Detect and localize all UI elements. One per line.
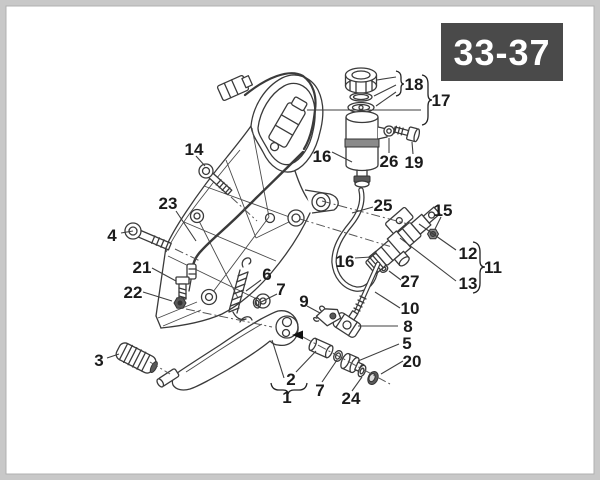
leader-16a bbox=[331, 151, 353, 163]
bolt-14 bbox=[198, 163, 233, 196]
brake-light-switch bbox=[313, 305, 342, 327]
callout-label-6: 6 bbox=[262, 265, 271, 284]
leader-5 bbox=[357, 343, 400, 362]
callout-label-25: 25 bbox=[374, 196, 393, 215]
leader-3 bbox=[106, 353, 120, 359]
o-ring-7a bbox=[252, 297, 262, 309]
callout-label-2: 2 bbox=[286, 370, 295, 389]
brace-17 bbox=[421, 74, 433, 126]
leader-14 bbox=[195, 155, 206, 167]
switch-wire bbox=[216, 72, 317, 151]
callout-label-15: 15 bbox=[434, 201, 453, 220]
leader-10 bbox=[374, 291, 401, 309]
callout-label-5: 5 bbox=[402, 334, 411, 353]
callout-label-9: 9 bbox=[299, 292, 308, 311]
callout-label-14: 14 bbox=[185, 140, 204, 159]
reservoir-mounted bbox=[268, 96, 308, 152]
callout-label-4: 4 bbox=[107, 226, 117, 245]
callout-label-12: 12 bbox=[459, 244, 478, 263]
washer-26 bbox=[383, 125, 395, 137]
bolt-4 bbox=[124, 222, 172, 251]
callout-label-21: 21 bbox=[133, 258, 152, 277]
axis-arrow-icon bbox=[292, 330, 303, 340]
washer-24 bbox=[357, 364, 367, 378]
leader-9 bbox=[306, 305, 321, 314]
callout-label-17: 17 bbox=[432, 91, 451, 110]
callout-label-11: 11 bbox=[484, 258, 502, 277]
nut-20 bbox=[367, 370, 379, 386]
callout-label-10: 10 bbox=[401, 299, 420, 318]
reservoir-body bbox=[344, 110, 388, 188]
centerlines bbox=[149, 196, 409, 385]
callout-label-23: 23 bbox=[159, 194, 178, 213]
page-range-badge: 33-37 bbox=[441, 23, 563, 81]
leader-22 bbox=[142, 291, 173, 302]
pedal-pin bbox=[156, 368, 180, 388]
callout-label-18: 18 bbox=[405, 75, 424, 94]
callout-label-22: 22 bbox=[124, 283, 143, 302]
leader-1 bbox=[271, 339, 285, 379]
callout-label-24: 24 bbox=[342, 389, 361, 408]
brace-1 bbox=[270, 382, 308, 395]
brace-11 bbox=[472, 241, 486, 294]
leader-18 bbox=[373, 76, 397, 107]
brake-pedal bbox=[156, 310, 299, 391]
bolt-19 bbox=[393, 125, 421, 143]
leader-21 bbox=[151, 267, 177, 282]
page-range-label: 33-37 bbox=[453, 32, 550, 73]
callout-label-13: 13 bbox=[459, 274, 478, 293]
leader-23 bbox=[175, 210, 197, 242]
callout-label-20: 20 bbox=[403, 352, 422, 371]
callout-labels: 1 2 3 4 5 6 7 7 8 9 10 11 12 13 14 15 16… bbox=[94, 75, 502, 408]
callout-label-1: 1 bbox=[282, 388, 291, 407]
push-rod bbox=[353, 261, 381, 316]
callout-leaders bbox=[106, 70, 486, 395]
leader-7b bbox=[321, 359, 338, 383]
callout-label-16b: 16 bbox=[336, 252, 355, 271]
leader-6 bbox=[245, 279, 262, 292]
leader-27 bbox=[388, 270, 402, 281]
callout-label-19: 19 bbox=[405, 153, 424, 172]
callout-label-7a: 7 bbox=[276, 280, 285, 299]
leader-25 bbox=[351, 206, 374, 214]
return-spring bbox=[228, 257, 252, 321]
mount-boss bbox=[311, 192, 331, 212]
callout-label-26: 26 bbox=[380, 152, 399, 171]
brace-18 bbox=[395, 70, 405, 97]
nut-22 bbox=[173, 297, 187, 309]
hose-guide-cable bbox=[186, 150, 305, 292]
leader-16b bbox=[354, 256, 372, 259]
callout-label-3: 3 bbox=[94, 351, 103, 370]
callout-label-8: 8 bbox=[403, 317, 412, 336]
reservoir-cap bbox=[344, 67, 378, 94]
master-cylinder bbox=[365, 206, 441, 275]
leader-4 bbox=[120, 230, 134, 234]
leader-13 bbox=[399, 237, 457, 282]
leader-15 bbox=[434, 216, 442, 230]
reservoir-ring bbox=[349, 92, 373, 102]
footpeg-rubber bbox=[115, 342, 158, 374]
callout-label-27: 27 bbox=[401, 272, 420, 291]
callout-label-7b: 7 bbox=[315, 381, 324, 400]
leader-7a bbox=[260, 293, 278, 303]
leader-2 bbox=[295, 350, 317, 373]
wire-connector bbox=[216, 74, 254, 102]
leader-12 bbox=[418, 223, 457, 251]
leader-20 bbox=[380, 360, 404, 375]
leader-19 bbox=[411, 141, 414, 155]
callout-label-16a: 16 bbox=[313, 147, 332, 166]
leader-24 bbox=[351, 376, 363, 392]
